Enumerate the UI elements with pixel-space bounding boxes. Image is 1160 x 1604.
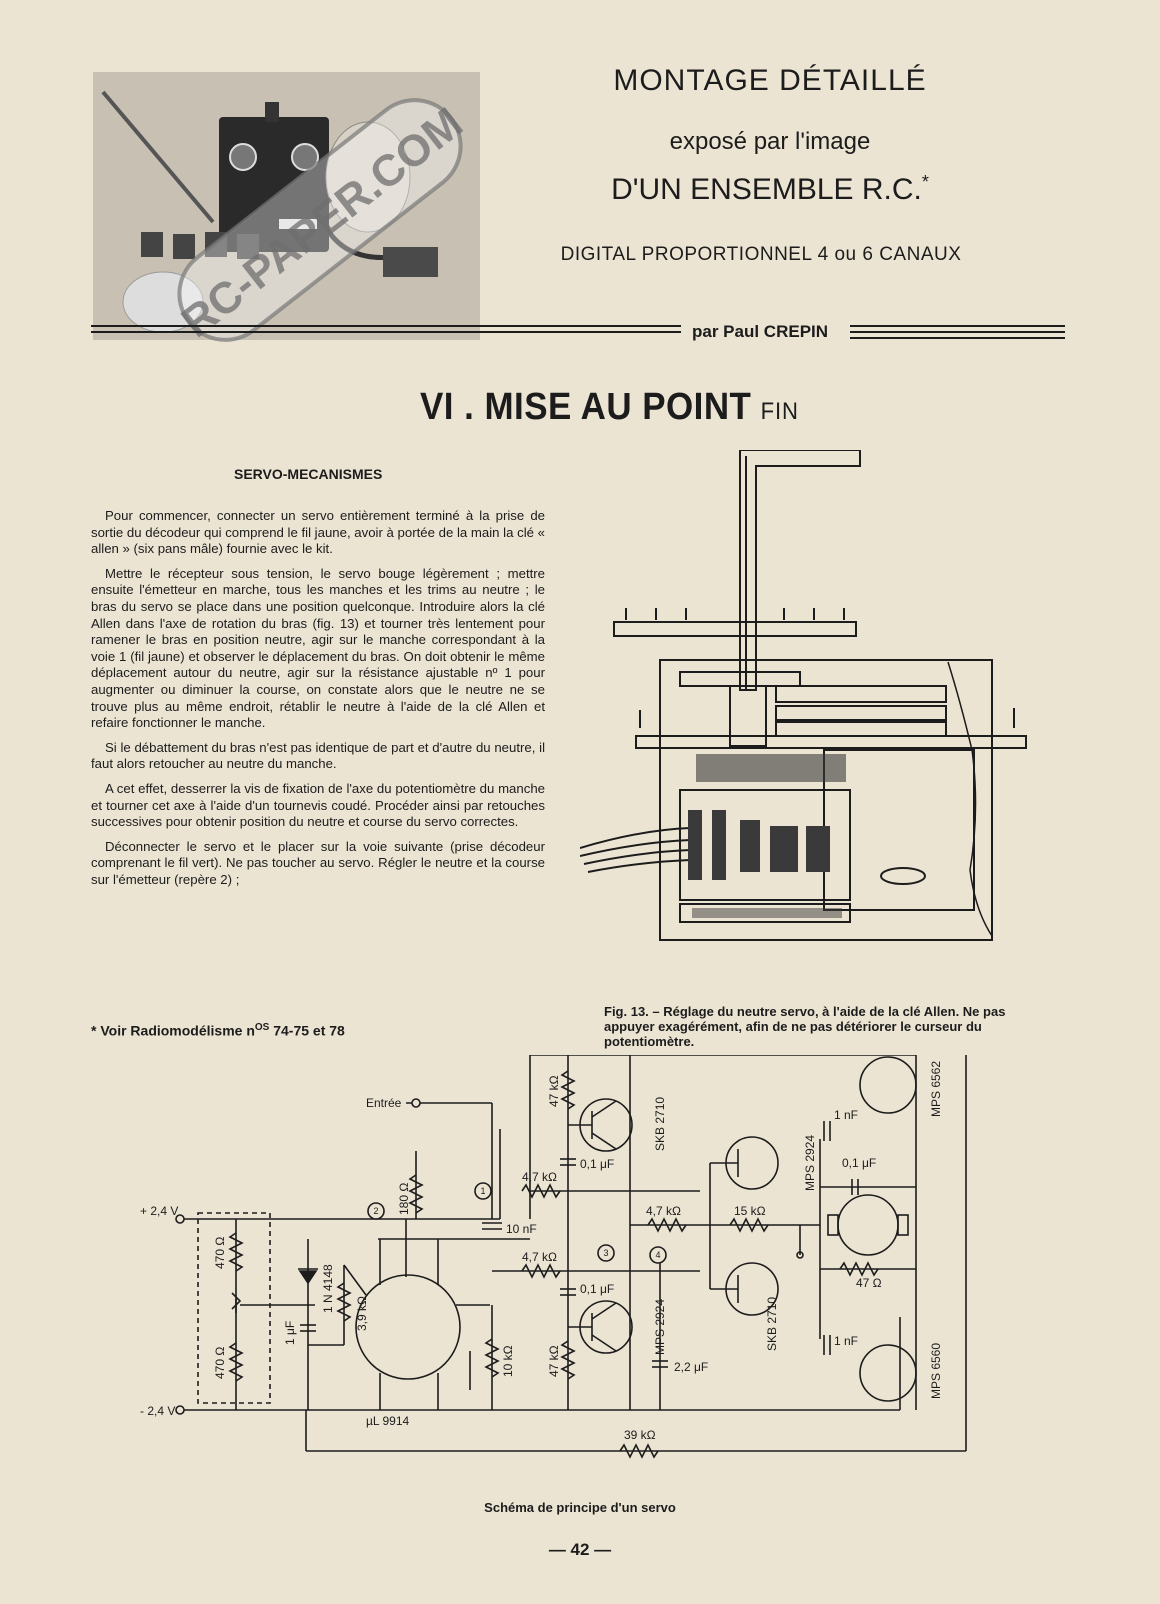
- footnote-refs: 74-75 et 78: [273, 1022, 345, 1039]
- label-c22: 2,2 μF: [674, 1360, 708, 1374]
- label-q-mps2924: MPS 2924: [803, 1135, 817, 1191]
- section-title: VI . MISE AU POINT FIN: [420, 386, 799, 429]
- section-title-text: VI . MISE AU POINT: [420, 386, 752, 428]
- label-c10nf: 10 nF: [506, 1222, 537, 1236]
- label-r180: 180 Ω: [397, 1183, 411, 1215]
- label-r47k-2: 4,7 kΩ: [522, 1250, 557, 1264]
- node-2: 2: [373, 1206, 378, 1216]
- label-q-skb-top: SKB 2710: [653, 1097, 667, 1151]
- paragraph: Déconnecter le servo et le placer sur la…: [91, 838, 545, 887]
- label-r470b: 470 Ω: [213, 1347, 227, 1379]
- paragraph: Si le débattement du bras n'est pas iden…: [91, 739, 545, 772]
- node-1: 1: [480, 1186, 485, 1196]
- label-q-mps6562: MPS 6562: [929, 1061, 943, 1117]
- label-c1nf-b: 1 nF: [834, 1334, 858, 1348]
- node-3: 3: [603, 1248, 608, 1258]
- label-r47k-1: 4,7 kΩ: [522, 1170, 557, 1184]
- label-r39k: 39 kΩ: [624, 1428, 656, 1442]
- label-diode: 1 N 4148: [321, 1264, 335, 1313]
- label-c1uf: 1 μF: [283, 1321, 297, 1345]
- section-suffix: FIN: [760, 398, 799, 425]
- node-4: 4: [655, 1250, 660, 1260]
- label-r470a: 470 Ω: [213, 1237, 227, 1269]
- label-ic: µL 9914: [366, 1414, 409, 1428]
- footnote: * Voir Radiomodélisme nOS 74-75 et 78: [91, 1022, 345, 1039]
- schematic-caption: Schéma de principe d'un servo: [484, 1500, 676, 1515]
- label-r47k-top: 47 kΩ: [547, 1075, 561, 1107]
- label-r47k-bot: 47 kΩ: [547, 1345, 561, 1377]
- paragraph: A cet effet, desserrer la vis de fixatio…: [91, 780, 545, 830]
- subheading: SERVO-MECANISMES: [234, 466, 383, 482]
- footnote-sup: OS: [254, 1022, 270, 1033]
- rule-right-2: [850, 331, 1065, 333]
- page-number: — 42 —: [548, 1540, 612, 1559]
- label-entree: Entrée: [366, 1096, 402, 1110]
- label-r15k: 15 kΩ: [734, 1204, 766, 1218]
- label-c01b: 0,1 μF: [580, 1282, 614, 1296]
- rule-left-2: [91, 331, 681, 333]
- label-c01c: 0,1 μF: [842, 1156, 876, 1170]
- label-vplus: + 2,4 V: [140, 1204, 178, 1218]
- title-line-3: D'UN ENSEMBLE R.C.*: [560, 172, 980, 207]
- label-c1nf-a: 1 nF: [834, 1108, 858, 1122]
- title-line-1: MONTAGE DÉTAILLÉ: [613, 64, 927, 97]
- label-q-mps2924-bot: MPS 2924: [653, 1299, 667, 1355]
- rule-right-3: [850, 337, 1065, 339]
- servo-schematic: Entrée + 2,4 V - 2,4 V 470 Ω 470 Ω 1 N 4…: [140, 1055, 967, 1459]
- label-q-mps6560: MPS 6560: [929, 1343, 943, 1399]
- figure-13-caption: Fig. 13. – Réglage du neutre servo, à l'…: [604, 1004, 1006, 1049]
- footnote-star: *: [91, 1022, 97, 1039]
- label-r47: 47 Ω: [856, 1276, 882, 1290]
- article-body: Pour commencer, connecter un servo entiè…: [91, 508, 545, 896]
- author: par Paul CREPIN: [686, 322, 835, 342]
- rule-left-1: [91, 325, 681, 327]
- footnote-text: Voir Radiomodélisme n: [100, 1022, 255, 1039]
- label-q-skb-bot: SKB 2710: [765, 1297, 779, 1351]
- paragraph: Mettre le récepteur sous tension, le ser…: [91, 565, 545, 731]
- title-line-2: exposé par l'image: [669, 128, 871, 155]
- label-r47k-3: 4,7 kΩ: [646, 1204, 681, 1218]
- label-r10k: 10 kΩ: [501, 1345, 515, 1377]
- label-r39: 3,9 kΩ: [355, 1296, 369, 1331]
- label-vminus: - 2,4 V: [140, 1404, 175, 1418]
- title-line-3-text: D'UN ENSEMBLE R.C.: [611, 173, 922, 206]
- paragraph: Pour commencer, connecter un servo entiè…: [91, 508, 545, 557]
- label-c01a: 0,1 μF: [580, 1157, 614, 1171]
- title-mark: *: [921, 172, 929, 192]
- subtitle: DIGITAL PROPORTIONNEL 4 ou 6 CANAUX: [560, 244, 962, 265]
- figure-13-drawing: [580, 450, 1027, 941]
- rule-right-1: [850, 325, 1065, 327]
